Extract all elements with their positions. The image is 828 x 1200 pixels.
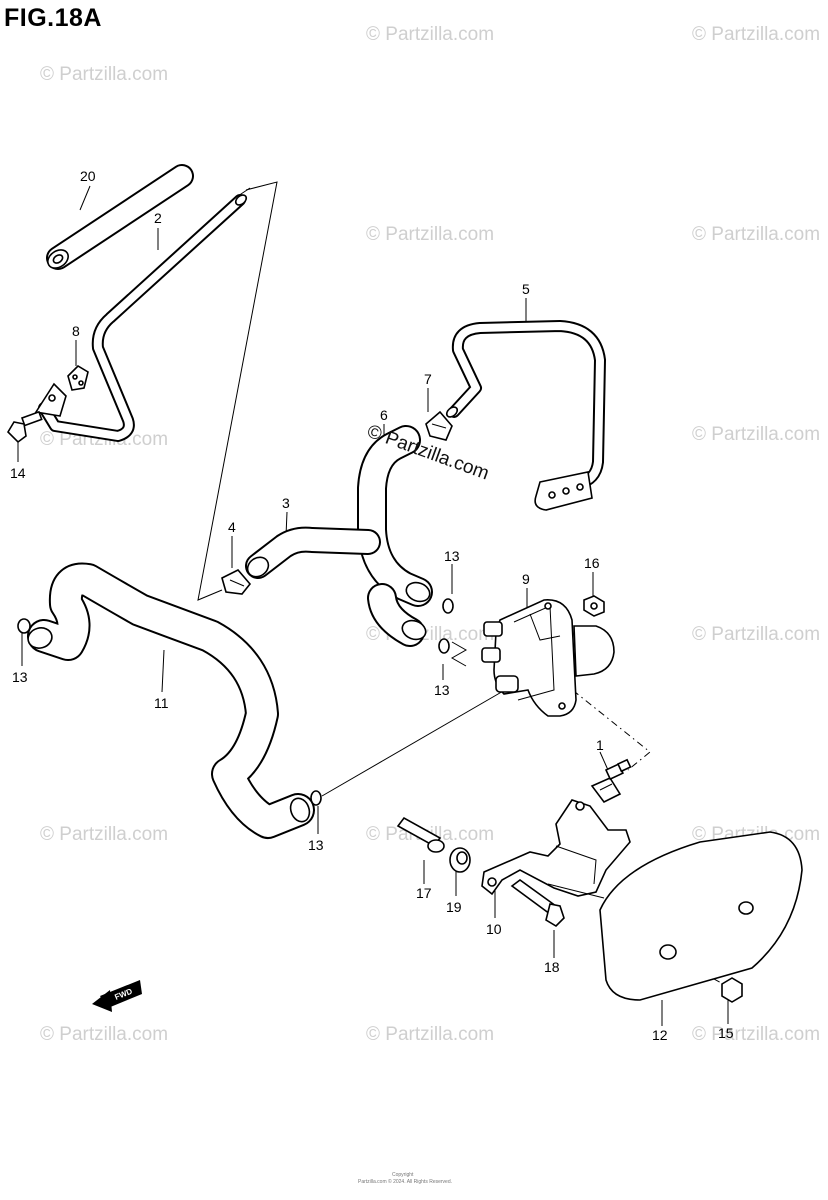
callout-9: 9	[522, 571, 530, 587]
callout-5: 5	[522, 281, 530, 297]
reference-line	[450, 641, 468, 667]
clamp-7[interactable]	[425, 410, 453, 441]
figure-title: FIG.18A	[4, 4, 102, 32]
watermark: © Partzilla.com	[366, 1024, 494, 1045]
callout-1: 1	[596, 737, 604, 753]
clamp-4[interactable]	[221, 569, 252, 595]
callout-7: 7	[424, 371, 432, 387]
callout-13: 13	[12, 669, 28, 685]
nut-15[interactable]	[721, 977, 743, 1003]
callout-4: 4	[228, 519, 236, 535]
callout-labels: 20 2 8 14 5 7 6 3 4 13 9 16 13 13 11 13 …	[10, 168, 734, 1043]
reference-triangle-line	[197, 181, 278, 601]
watermark: © Partzilla.com	[366, 24, 494, 45]
leader	[161, 649, 165, 693]
sensor-1[interactable]	[590, 758, 632, 804]
callout-19: 19	[446, 899, 462, 915]
callout-2: 2	[154, 210, 162, 226]
clip-13[interactable]	[17, 598, 454, 806]
hose-6[interactable]	[357, 425, 433, 647]
callout-3: 3	[282, 495, 290, 511]
hose-3[interactable]	[244, 526, 381, 581]
watermark: © Partzilla.com	[692, 424, 820, 445]
callout-10: 10	[486, 921, 502, 937]
callout-11: 11	[154, 695, 169, 711]
nut-16[interactable]	[583, 595, 605, 617]
callout-14: 14	[10, 465, 26, 481]
callout-20: 20	[80, 168, 96, 184]
watermark: © Partzilla.com	[40, 1024, 168, 1045]
dashed-line	[559, 679, 651, 771]
watermark: © Partzilla.com	[692, 24, 820, 45]
fwd-arrow-icon: FWD	[92, 980, 142, 1012]
callout-6: 6	[380, 407, 388, 423]
bolt-18[interactable]	[510, 879, 565, 928]
cover-12[interactable]	[547, 831, 803, 1001]
hose-11[interactable]	[26, 562, 315, 839]
watermark: © Partzilla.com	[692, 624, 820, 645]
pipe-5[interactable]	[445, 320, 606, 511]
callout-13: 13	[434, 682, 450, 698]
callout-15: 15	[718, 1025, 734, 1041]
gasket-8[interactable]	[67, 364, 89, 391]
reference-line	[321, 689, 506, 797]
pipe-2[interactable]	[34, 193, 248, 442]
valve-9[interactable]	[481, 599, 615, 717]
hose-20[interactable]	[44, 164, 194, 272]
grommet-19[interactable]	[449, 847, 471, 873]
callout-18: 18	[544, 959, 560, 975]
callout-8: 8	[72, 323, 80, 339]
leader	[599, 751, 609, 771]
watermark: © Partzilla.com	[366, 224, 494, 245]
bracket-10[interactable]	[481, 799, 631, 897]
watermark: © Partzilla.com	[40, 824, 168, 845]
leader	[79, 185, 91, 211]
watermark: © Partzilla.com	[692, 1024, 820, 1045]
watermark: © Partzilla.com	[40, 64, 168, 85]
copyright-line-1: Copyright	[392, 1172, 414, 1178]
watermark: © Partzilla.com	[692, 224, 820, 245]
dashed-line	[669, 954, 726, 986]
callout-13: 13	[444, 548, 460, 564]
callout-13: 13	[308, 837, 324, 853]
bolt-14[interactable]	[6, 410, 43, 444]
callout-17: 17	[416, 885, 432, 901]
copyright-line-2: Partzilla.com © 2024. All Rights Reserve…	[358, 1178, 452, 1185]
bolt-17[interactable]	[396, 816, 445, 853]
callout-16: 16	[584, 555, 600, 571]
callout-12: 12	[652, 1027, 668, 1043]
